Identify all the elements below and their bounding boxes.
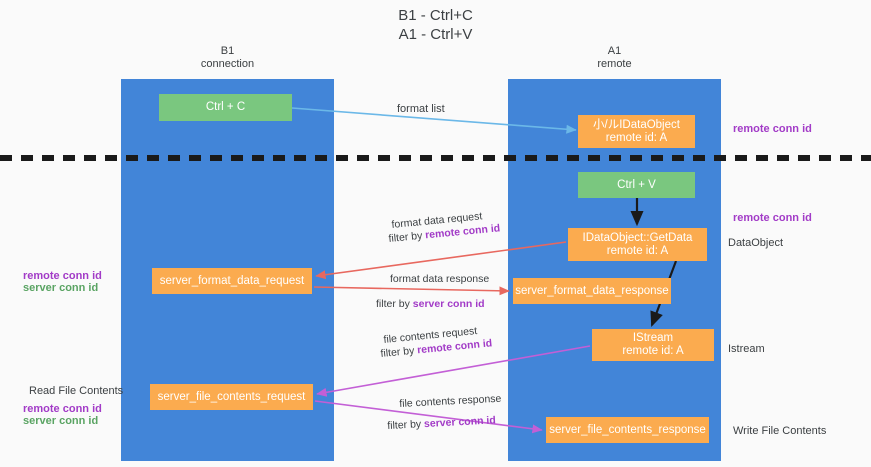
caption-filter-key-server-conn-id: server conn id	[412, 298, 485, 310]
caption-format-data-response-filter: filter by server conn id	[376, 298, 485, 311]
swimlane-header-a1: A1 remote	[597, 45, 632, 70]
label-right-dataobject: DataObject	[728, 237, 784, 249]
caption-filter-prefix: filter by	[387, 418, 425, 432]
caption-file-contents-response-filter: filter by server conn id	[387, 414, 496, 433]
label-left-read-file-contents: Read File Contents	[29, 385, 124, 397]
label-left-server-conn-id-2: server conn id	[23, 415, 99, 427]
caption-file-contents-response: file contents response	[399, 392, 502, 410]
label-left-server-conn-id-1: server conn id	[23, 282, 99, 294]
diagram-title: B1 - Ctrl+C A1 - Ctrl+V	[398, 7, 473, 43]
label-right-write-file-contents: Write File Contents	[733, 425, 827, 437]
caption-filter-key-server-conn-id: server conn id	[423, 414, 497, 431]
node-server-format-data-response[interactable]: server_format_data_response	[513, 278, 671, 304]
node-ctrl-c[interactable]: Ctrl + C	[159, 94, 292, 121]
node-ctrl-v[interactable]: Ctrl + V	[578, 172, 695, 198]
node-server-file-contents-request[interactable]: server_file_contents_request	[150, 384, 313, 410]
caption-filter-prefix: filter by	[376, 298, 413, 310]
label-right-istream: Istream	[728, 343, 765, 355]
label-left-remote-conn-id-1: remote conn id	[23, 270, 102, 282]
label-right-remote-conn-id-mid: remote conn id	[733, 212, 812, 224]
caption-filter-prefix: filter by	[380, 344, 418, 360]
label-right-remote-conn-id-top: remote conn id	[733, 123, 812, 135]
node-server-file-contents-response[interactable]: server_file_contents_response	[546, 417, 709, 443]
arrow-format-data-response	[313, 286, 510, 296]
node-idataobject-getdata[interactable]: IDataObject::GetData remote id: A	[568, 228, 707, 261]
label-format-list: format list	[397, 103, 445, 115]
label-left-remote-conn-id-2: remote conn id	[23, 403, 102, 415]
swimlane-header-b1: B1 connection	[200, 45, 255, 70]
node-istream[interactable]: IStream remote id: A	[592, 329, 714, 361]
caption-filter-prefix: filter by	[388, 229, 426, 245]
caption-format-data-response: format data response	[390, 273, 490, 285]
node-idataobject[interactable]: 小/ルIDataObject remote id: A	[578, 115, 695, 148]
node-server-format-data-request[interactable]: server_format_data_request	[152, 268, 312, 294]
